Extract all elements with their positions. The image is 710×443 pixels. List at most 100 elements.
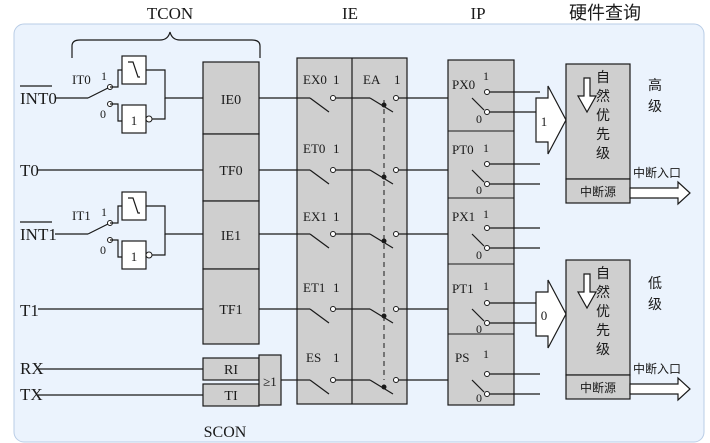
low-priority-char: 优 [596, 304, 610, 320]
high-source-label: 中断源 [580, 184, 616, 199]
high-priority-block: 1 自 然 优 先 级 中断源 高 级 中断入口 [535, 63, 691, 206]
it0-switch-group: IT0 1 0 1 [55, 55, 203, 134]
flag-ie1 [202, 200, 260, 270]
input-t1: T1 [20, 301, 39, 320]
ip-switch-pos0: 0 [476, 183, 482, 197]
low-entry-arrow [629, 376, 691, 402]
input-rx: RX [20, 359, 44, 378]
high-priority-char: 级 [596, 146, 610, 162]
low-input-value: 0 [541, 308, 548, 323]
ip-switch-pos1: 1 [483, 141, 489, 155]
ie-title: IE [342, 4, 358, 23]
ip-switch-pos1: 1 [483, 69, 489, 83]
high-entry-label: 中断入口 [633, 165, 681, 180]
it1-gate [121, 240, 147, 270]
ip-switch-label: PX0 [452, 77, 475, 92]
flag-ti-label: TI [224, 389, 238, 404]
ea-pos: 1 [394, 72, 401, 87]
high-priority-char: 先 [596, 127, 610, 143]
ip-switch-label: PS [455, 350, 469, 365]
ie-switch-pos: 1 [333, 141, 340, 156]
it0-edge-detector [121, 55, 147, 85]
ie-switch-pos: 1 [333, 280, 340, 295]
it1-pos1: 1 [101, 205, 107, 219]
ip-switch-pos1: 1 [483, 347, 489, 361]
flag-tf0 [202, 133, 260, 202]
low-natural-priority-box [565, 259, 631, 376]
ie-switch-label: ET1 [303, 280, 325, 295]
input-int1: INT1 [20, 225, 57, 244]
tcon-brace [71, 31, 261, 58]
flag-ie1-label: IE1 [221, 229, 241, 244]
high-natural-priority-box [565, 63, 631, 180]
ip-switch-pos1: 1 [483, 279, 489, 293]
hardware-query-title: 硬件查询 [569, 3, 641, 24]
high-entry-arrow [629, 180, 691, 206]
it0-pos0: 0 [100, 107, 106, 121]
ip-switch-label: PT1 [452, 281, 474, 296]
ie-switch-label: ET0 [303, 141, 325, 156]
ie-switch-label: ES [306, 350, 321, 365]
high-level-char: 级 [648, 99, 662, 115]
ip-switch-label: PT0 [452, 142, 474, 157]
ie-switch-label: EX0 [303, 72, 327, 87]
tcon-title: TCON [147, 4, 193, 23]
ie-switch-et0: ET0 1 [297, 141, 448, 185]
ie-switch-label: EX1 [303, 209, 327, 224]
ip-switch-px1: PX1 1 0 [452, 207, 540, 262]
ip-switch-pos0: 0 [476, 112, 482, 126]
low-source-label: 中断源 [580, 380, 616, 395]
ip-switch-pt0: PT0 1 0 [452, 141, 540, 197]
input-int0: INT0 [20, 89, 57, 108]
ip-switch-pos1: 1 [483, 207, 489, 221]
ie-switch-ex1: EX1 1 [297, 209, 448, 249]
flag-tf1-label: TF1 [219, 303, 242, 318]
ip-switch-pos0: 0 [476, 391, 482, 405]
low-level-char: 低 [648, 276, 662, 292]
it0-label: IT0 [72, 72, 91, 87]
flag-tf1 [202, 268, 260, 345]
down-arrow-icon [576, 77, 598, 114]
ip-switch-pt1: PT1 1 0 [452, 279, 540, 336]
flag-ie0 [202, 61, 260, 135]
high-input-arrow [535, 85, 567, 155]
it1-switch-group: IT1 1 0 1 [55, 191, 203, 270]
ip-switch-px0: PX0 1 0 [452, 69, 540, 126]
low-level-char: 级 [648, 297, 662, 313]
low-priority-char: 自 [596, 266, 610, 282]
high-level-char: 高 [648, 77, 662, 94]
it1-edge-detector [121, 191, 147, 221]
flag-tf0-label: TF0 [219, 164, 242, 179]
it1-label: IT1 [72, 208, 91, 223]
low-input-arrow [535, 279, 567, 349]
scon-title: SCON [204, 424, 247, 441]
ip-register-panel [447, 59, 515, 406]
ip-switch-ps: PS 1 0 [455, 347, 540, 405]
low-priority-block: 0 自 然 优 先 级 中断源 低 级 中断入口 [535, 259, 691, 402]
down-arrow-icon [576, 273, 598, 310]
ip-switch-pos0: 0 [476, 248, 482, 262]
ip-title: IP [470, 4, 485, 23]
flag-ie0-label: IE0 [221, 93, 241, 108]
it0-pos1: 1 [101, 69, 107, 83]
ie-switch-pos: 1 [333, 209, 340, 224]
input-tx: TX [20, 385, 43, 404]
it0-gate-label: 1 [131, 113, 138, 128]
it1-pos0: 0 [100, 243, 106, 257]
ie-switch-es: ES 1 [297, 350, 448, 395]
high-priority-char: 然 [596, 88, 610, 105]
ie-switch-pos: 1 [333, 350, 340, 365]
ie-switch-pos: 1 [333, 72, 340, 87]
low-priority-char: 级 [596, 342, 610, 358]
ea-label: EA [363, 72, 381, 87]
low-entry-label: 中断入口 [633, 361, 681, 376]
or-gate-label: ≥1 [263, 374, 277, 389]
it1-gate-label: 1 [131, 249, 138, 264]
low-priority-char: 然 [596, 284, 610, 301]
input-t0: T0 [20, 161, 39, 180]
high-priority-char: 优 [596, 108, 610, 124]
ie-switch-et1: ET1 1 [297, 280, 448, 324]
low-priority-char: 先 [596, 323, 610, 339]
tcon-flags: IE0 TF0 IE1 TF1 [202, 61, 260, 345]
